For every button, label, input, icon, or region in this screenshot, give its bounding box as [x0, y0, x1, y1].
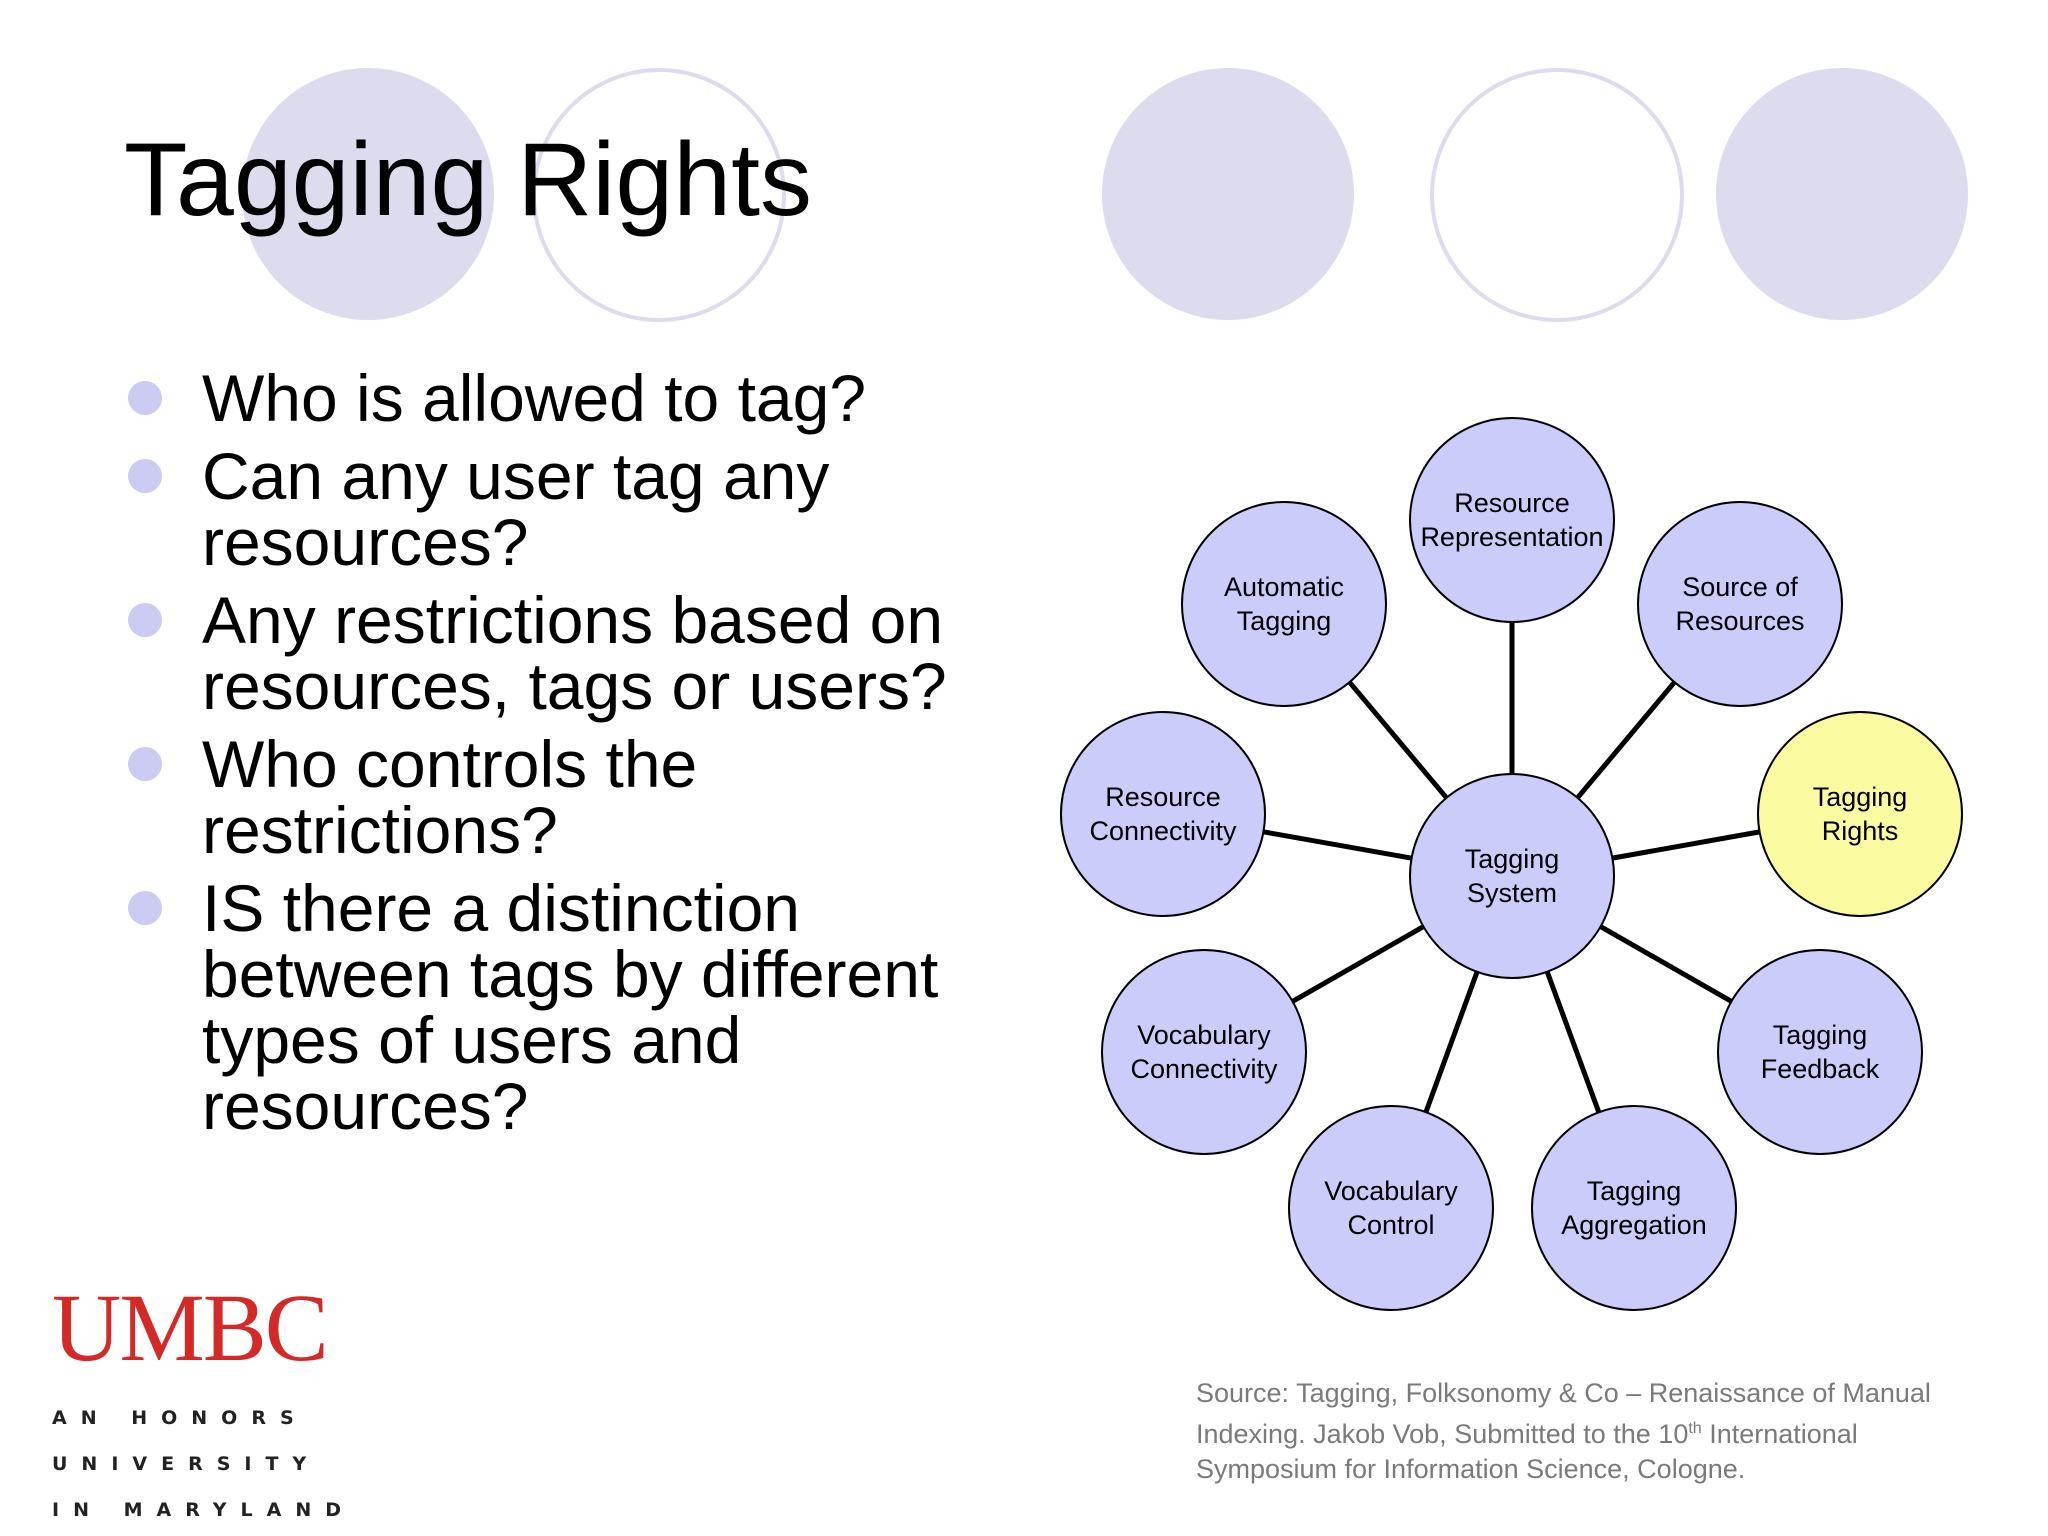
node-circle	[1757, 711, 1963, 917]
bullet-item: Who controls the restrictions?	[128, 731, 1028, 863]
bullet-text: IS there a distinction between tags by d…	[202, 871, 939, 1143]
decorative-circle	[242, 68, 494, 320]
bullet-dot-icon	[128, 891, 162, 925]
node-circle	[1409, 417, 1615, 623]
node-label: Representation	[1420, 522, 1603, 552]
node-label: Control	[1347, 1210, 1434, 1240]
bullet-item: IS there a distinction between tags by d…	[128, 875, 1028, 1139]
source-citation: Source: Tagging, Folksonomy & Co – Renai…	[1196, 1376, 1956, 1487]
edge-resource-connectivity	[1262, 829, 1413, 861]
logo-tagline-line: UNIVERSITY	[52, 1453, 321, 1475]
decorative-ring	[1430, 68, 1684, 322]
source-text-end: International Symposium for Information …	[1196, 1419, 1858, 1484]
diagram-edges	[1262, 622, 1761, 1114]
node-label: Source of	[1682, 572, 1798, 602]
node-label: Tagging	[1587, 1176, 1682, 1206]
edge-tagging-rights	[1611, 829, 1761, 861]
edge-vocabulary-connectivity	[1291, 924, 1425, 1004]
bullet-dot-icon	[128, 603, 162, 637]
bullet-list: Who is allowed to tag? Can any user tag …	[128, 365, 1028, 1151]
logo-tagline-line: AN HONORS	[52, 1407, 308, 1429]
node-circle	[1101, 949, 1307, 1155]
edge-tagging-feedback	[1599, 924, 1733, 1004]
node-circle	[1531, 1105, 1737, 1311]
node-label: Tagging	[1465, 844, 1560, 874]
node-circle	[1409, 773, 1615, 979]
node-label: Vocabulary	[1324, 1176, 1458, 1206]
bullet-item: Who is allowed to tag?	[128, 365, 1028, 431]
node-label: Rights	[1822, 816, 1899, 846]
bullet-item: Any restrictions based on resources, tag…	[128, 587, 1028, 719]
bullet-text: Who is allowed to tag?	[202, 361, 867, 435]
logo-tagline-line: IN MARYLAND	[52, 1499, 356, 1521]
bullet-text: Can any user tag any resources?	[202, 439, 830, 579]
node-circle	[1060, 711, 1266, 917]
bullet-text: Any restrictions based on resources, tag…	[202, 583, 947, 723]
node-label: Resource	[1105, 782, 1221, 812]
node-label: Resources	[1675, 606, 1804, 636]
node-label: Automatic	[1224, 572, 1344, 602]
edge-vocabulary-control	[1423, 970, 1480, 1114]
decorative-ring	[532, 68, 786, 322]
node-circle	[1637, 501, 1843, 707]
node-label: Tagging	[1237, 606, 1332, 636]
decorative-circle	[1716, 68, 1968, 320]
node-label: Aggregation	[1561, 1210, 1707, 1240]
node-label: Connectivity	[1089, 816, 1237, 846]
node-circle	[1717, 949, 1923, 1155]
node-label: Resource	[1454, 488, 1570, 518]
node-label: Feedback	[1761, 1054, 1880, 1084]
source-superscript: th	[1688, 1420, 1702, 1437]
decorative-circle	[1102, 68, 1354, 320]
logo-wordmark: UMBC	[52, 1274, 329, 1381]
node-circle	[1288, 1105, 1494, 1311]
node-label: Vocabulary	[1137, 1020, 1271, 1050]
node-source-of-resources: Source of Resources	[1637, 501, 1843, 707]
bullet-item: Can any user tag any resources?	[128, 443, 1028, 575]
bullet-text: Who controls the restrictions?	[202, 727, 698, 867]
edge-tagging-aggregation	[1544, 970, 1602, 1114]
node-label: Tagging	[1773, 1020, 1868, 1050]
node-label: Connectivity	[1130, 1054, 1278, 1084]
edge-automatic-tagging	[1347, 680, 1449, 800]
bullet-dot-icon	[128, 747, 162, 781]
node-circle	[1181, 501, 1387, 707]
bullet-dot-icon	[128, 381, 162, 415]
node-label: System	[1467, 878, 1557, 908]
node-label: Tagging	[1813, 782, 1908, 812]
source-text: Source: Tagging, Folksonomy & Co – Renai…	[1196, 1378, 1931, 1449]
slide-title: Tagging Rights	[124, 122, 812, 238]
umbc-logo: UMBC AN HONORS UNIVERSITY IN MARYLAND	[52, 1280, 355, 1522]
edge-source-of-resources	[1575, 680, 1677, 800]
bullet-dot-icon	[128, 459, 162, 493]
